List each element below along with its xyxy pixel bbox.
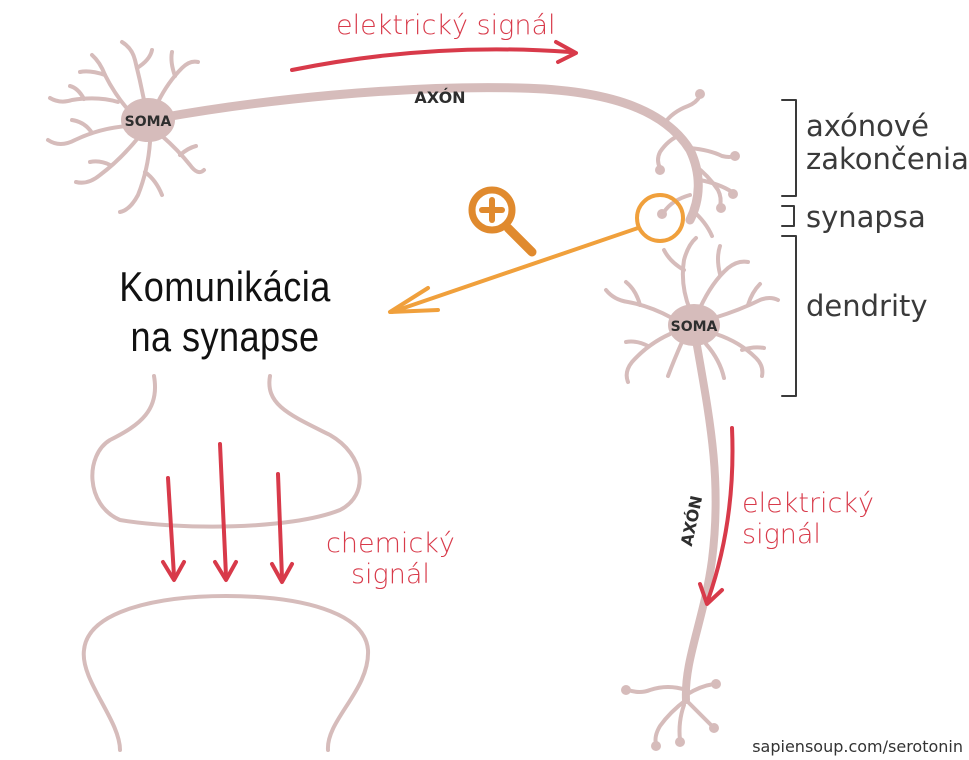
left-soma xyxy=(121,98,175,142)
terminals-label: axónové zakončenia xyxy=(806,110,969,176)
title-line-1: Komunikácia xyxy=(119,263,331,310)
terminals-label-line-2: zakončenia xyxy=(806,142,969,176)
bottom-terminal-buttons xyxy=(621,679,721,751)
synapse-zoom-circle xyxy=(635,193,685,243)
label-brackets xyxy=(781,99,797,397)
dendrites-label: dendrity xyxy=(806,289,928,323)
top-axon xyxy=(155,83,703,225)
bottom-terminals xyxy=(626,682,716,746)
axon-top-label: AXÓN xyxy=(414,88,465,107)
chemical-signal-label: chemický signál xyxy=(326,528,455,590)
top-signal-arrow xyxy=(290,47,572,72)
chemical-signal-line-2: signál xyxy=(350,559,430,590)
postsynaptic-membrane xyxy=(81,593,371,752)
vertical-axon xyxy=(681,336,720,704)
bracket-synapse xyxy=(781,205,795,227)
right-signal-line-2: signál xyxy=(742,519,821,550)
right-signal-arrow xyxy=(706,426,735,602)
zoom-pointer-line xyxy=(390,226,640,314)
bracket-terminals xyxy=(781,99,797,197)
bracket-dendrites xyxy=(781,235,797,397)
right-soma xyxy=(668,304,720,346)
right-signal-label: elektrický signál xyxy=(742,488,874,550)
synapse-label: synapsa xyxy=(806,200,926,234)
soma-left-label: SOMA xyxy=(125,114,172,130)
zoom-in-magnifier-icon xyxy=(468,186,537,257)
soma-right-label: SOMA xyxy=(671,319,718,335)
source-credit: sapiensoup.com/serotonin xyxy=(752,737,963,756)
terminals-label-line-1: axónové xyxy=(806,109,929,143)
right-signal-line-1: elektrický xyxy=(742,488,875,519)
page-title: Komunikácia na synapse xyxy=(83,262,367,362)
title-line-2: na synapse xyxy=(130,313,320,360)
axon-vertical-label: AXÓN xyxy=(677,494,706,548)
axon-terminals xyxy=(656,94,736,238)
presynaptic-terminal xyxy=(90,374,362,529)
right-neuron-dendrites xyxy=(604,236,780,384)
chemical-signal-line-1: chemický xyxy=(326,528,455,559)
top-signal-label: elektrický signál xyxy=(336,10,556,41)
terminal-buttons xyxy=(655,89,740,219)
chemical-signal-arrows xyxy=(161,442,294,584)
